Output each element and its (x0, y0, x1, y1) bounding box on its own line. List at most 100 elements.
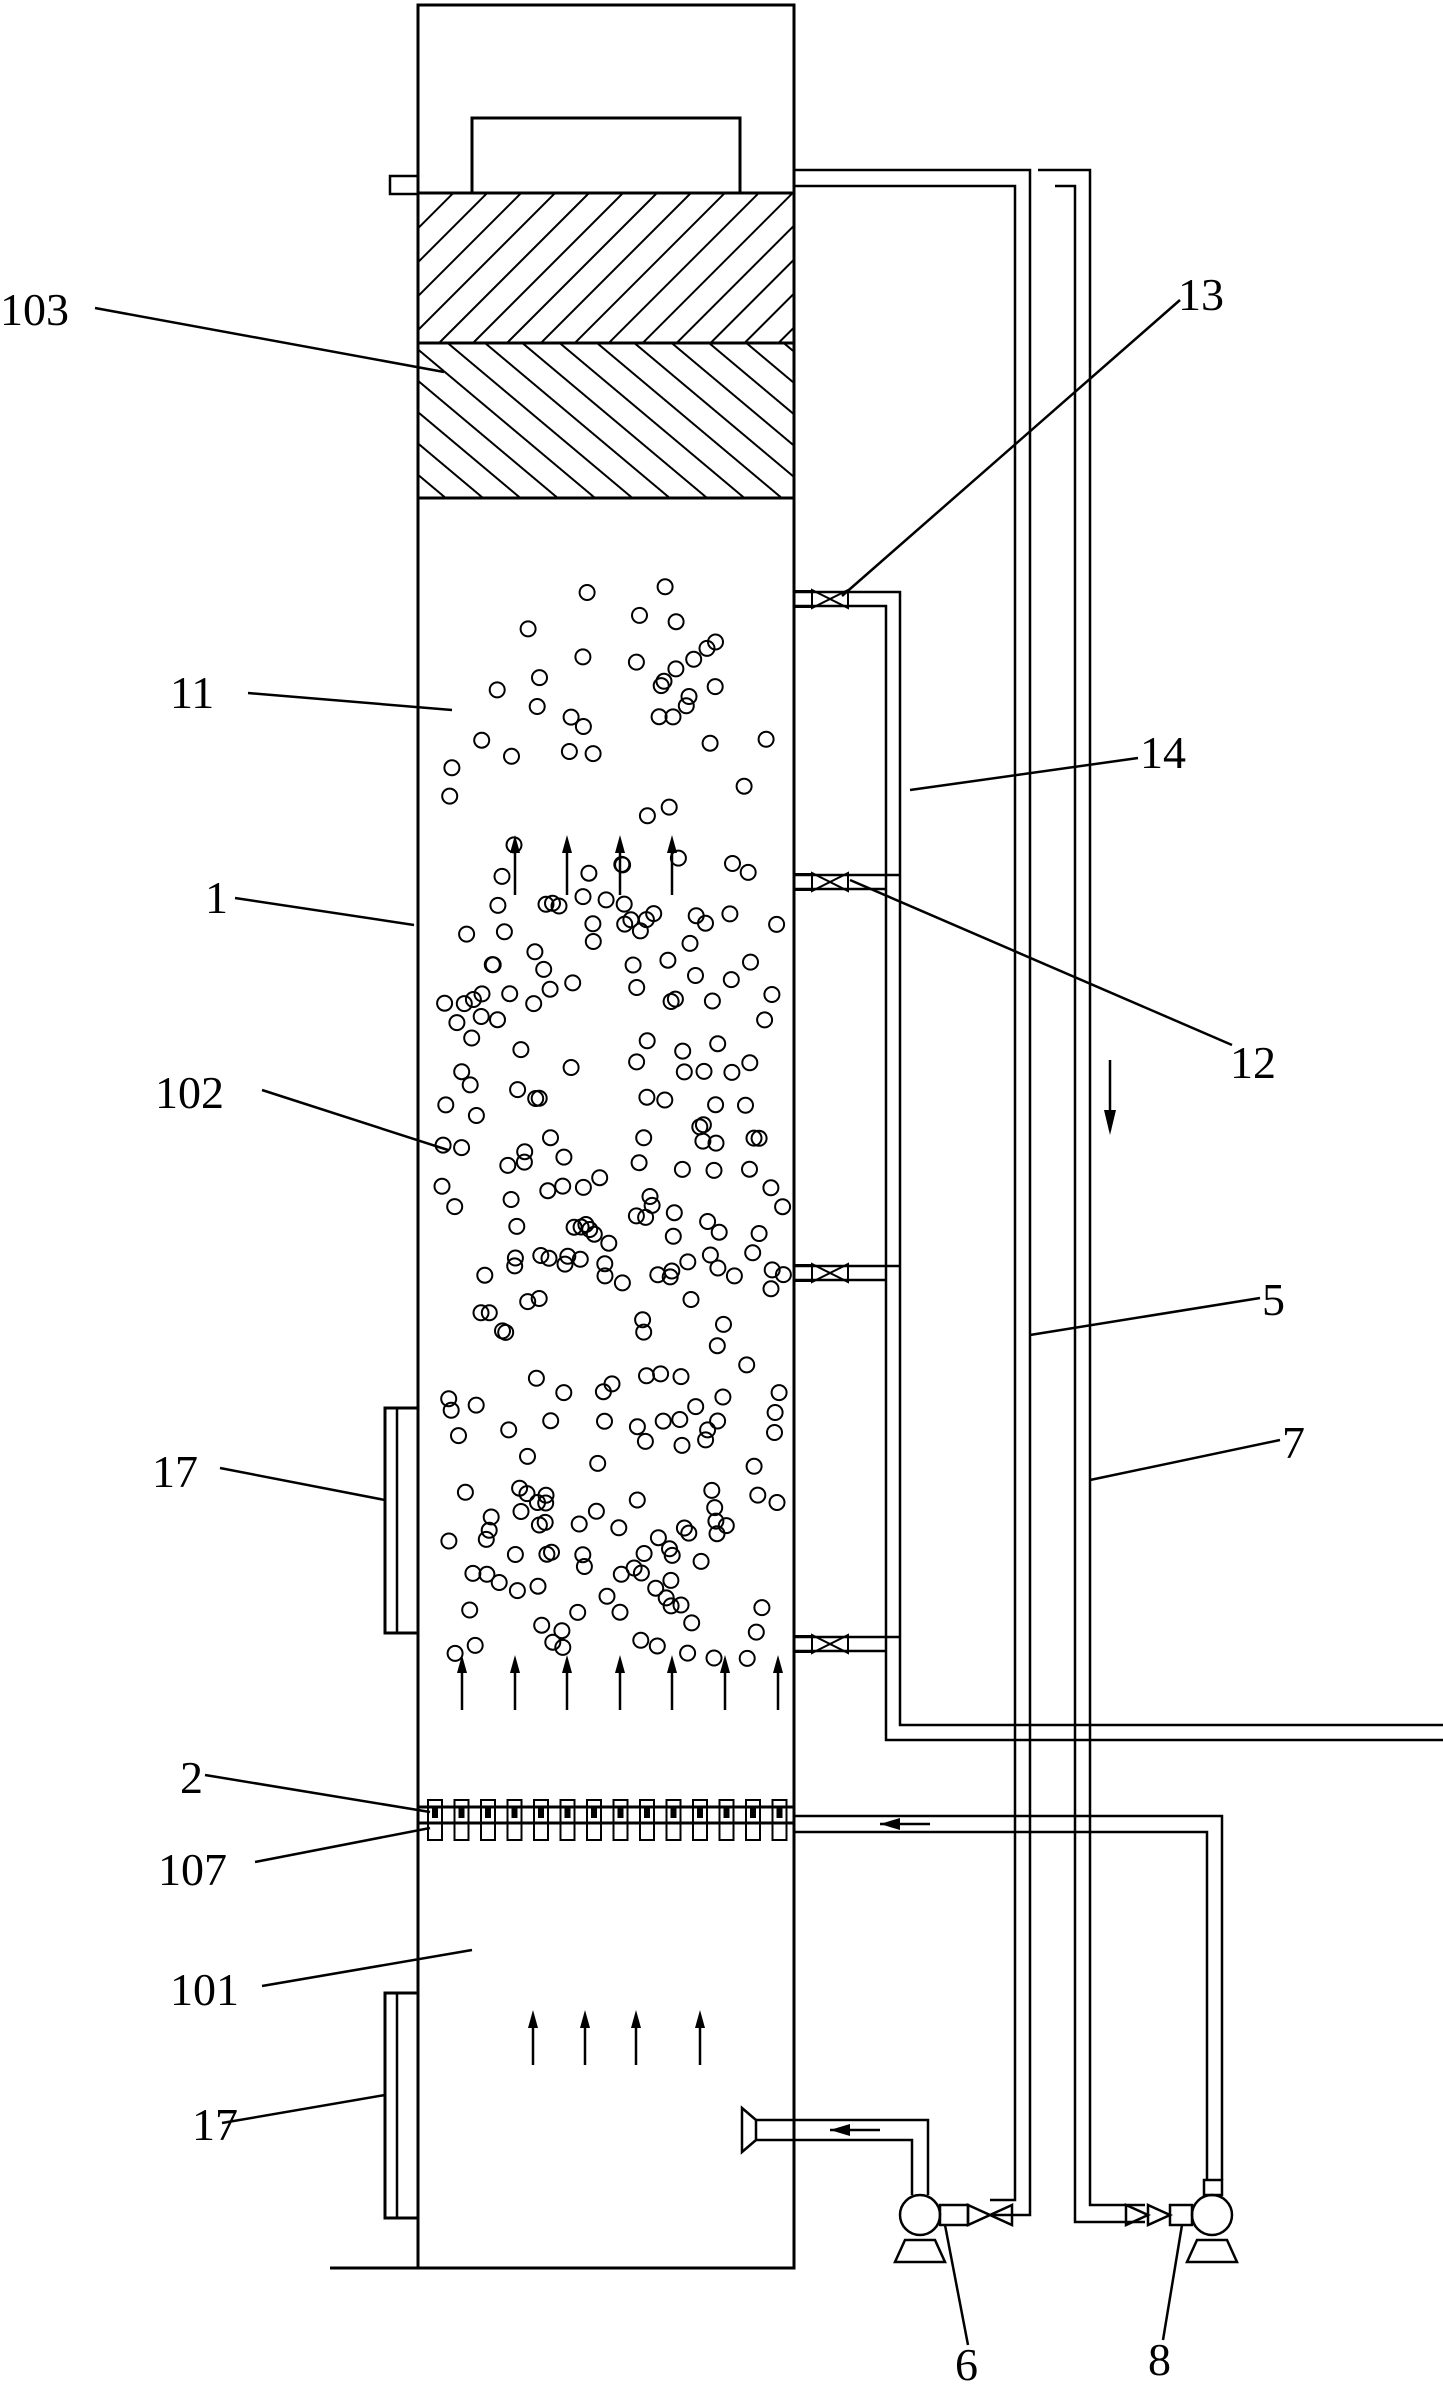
media-particle (661, 1268, 679, 1286)
overflow-nozzle (388, 174, 420, 196)
flow-arrow-head (457, 1655, 467, 1673)
media-particle (687, 967, 704, 984)
distributor-nozzle (533, 1799, 549, 1841)
media-particle (502, 1191, 520, 1208)
nozzle-slot (485, 1808, 491, 1818)
media-particle (437, 1096, 455, 1114)
media-particle (654, 1412, 672, 1430)
side-port-lower (383, 1991, 420, 2220)
valve-body (811, 1633, 833, 1655)
media-particle (543, 1543, 560, 1561)
media-particle (766, 1404, 784, 1421)
media-particle (753, 1599, 771, 1617)
distributor-nozzles (427, 1799, 788, 1841)
media-particle (627, 1207, 645, 1225)
media-particle (708, 1337, 726, 1355)
media-particle (750, 1225, 768, 1242)
media-particle (597, 891, 615, 909)
media-particle (724, 855, 741, 872)
media-particle (598, 1587, 616, 1605)
label-6: 6 (955, 2339, 978, 2384)
flow-arrow-head (528, 2010, 538, 2028)
flow-arrow-head (580, 2010, 590, 2028)
pump6-discharge (756, 2118, 930, 2195)
recirculation-pipe (794, 168, 1032, 2217)
media-particle (677, 697, 695, 715)
flow-arrow-head (615, 1655, 625, 1673)
media-particle (591, 1169, 609, 1187)
flow-arrow-head (667, 835, 677, 853)
media-particle (519, 1293, 537, 1311)
media-particle (706, 1499, 724, 1517)
media-particle (436, 994, 454, 1012)
media-particle (709, 1259, 727, 1277)
valve-body (827, 1262, 849, 1284)
media-particle (757, 730, 775, 748)
media-particle (687, 1398, 705, 1416)
media-particle (562, 708, 580, 726)
media-particle (596, 1412, 613, 1430)
media-particle (714, 1388, 732, 1406)
label-103: 103 (0, 284, 69, 335)
media-particle (564, 974, 582, 992)
media-particle (544, 1633, 562, 1651)
valve-stub (793, 873, 813, 891)
media-particle (570, 1515, 588, 1533)
reactor-column (416, 3, 796, 2270)
media-particle (574, 888, 592, 906)
label-5: 5 (1262, 1274, 1285, 1325)
media-particle (553, 1622, 571, 1640)
media-particle (587, 1502, 605, 1520)
media-particle (652, 1365, 670, 1383)
media-particle (544, 894, 561, 912)
media-particle (683, 1614, 701, 1632)
return-pipe (1038, 168, 1145, 2207)
media-particle (494, 1322, 511, 1340)
media-particle (628, 1491, 646, 1509)
media-particle (672, 1368, 690, 1386)
label-7: 7 (1282, 1417, 1305, 1468)
nozzle-slot (776, 1808, 783, 1818)
media-particle (624, 956, 642, 974)
media-particle (747, 1623, 765, 1641)
media-particle (476, 1266, 494, 1284)
media-particle (687, 907, 705, 925)
media-particle (580, 864, 598, 882)
media-particle (458, 925, 476, 943)
label-1: 1 (205, 872, 228, 923)
media-particle (506, 1546, 524, 1563)
media-particle (675, 1519, 693, 1537)
media-particle (632, 1564, 650, 1582)
media-particle (638, 807, 656, 825)
media-particle (463, 1029, 481, 1047)
side-port-upper (383, 1406, 420, 1635)
media-particle (650, 708, 668, 726)
media-particle (709, 1035, 727, 1053)
media-particle (627, 653, 645, 671)
media-particle (671, 1411, 689, 1428)
nozzle-slot (697, 1808, 703, 1818)
media-particle (560, 743, 578, 760)
media-particle (489, 1011, 506, 1029)
media-particle (443, 759, 461, 777)
media-particle (697, 914, 714, 932)
distributor-nozzle (427, 1799, 443, 1841)
nozzle-slot (617, 1808, 624, 1818)
media-particle (661, 1540, 678, 1558)
media-particle (433, 1177, 451, 1195)
distributor-nozzle (665, 1799, 682, 1841)
media-particle (540, 1249, 558, 1267)
media-particle (503, 747, 520, 765)
flow-arrow-head (667, 1655, 677, 1673)
nozzle-slot (750, 1808, 756, 1818)
pipe-flow-arrows (830, 1060, 1116, 2136)
media-particle (628, 1418, 646, 1436)
media-particle (530, 1516, 548, 1534)
media-particle (707, 1096, 725, 1114)
nozzle-slot (511, 1808, 518, 1818)
media-particle (495, 923, 513, 941)
media-particle (446, 1198, 464, 1216)
valve-stub (793, 1264, 813, 1282)
media-particle (656, 578, 674, 596)
media-particle (574, 648, 592, 666)
